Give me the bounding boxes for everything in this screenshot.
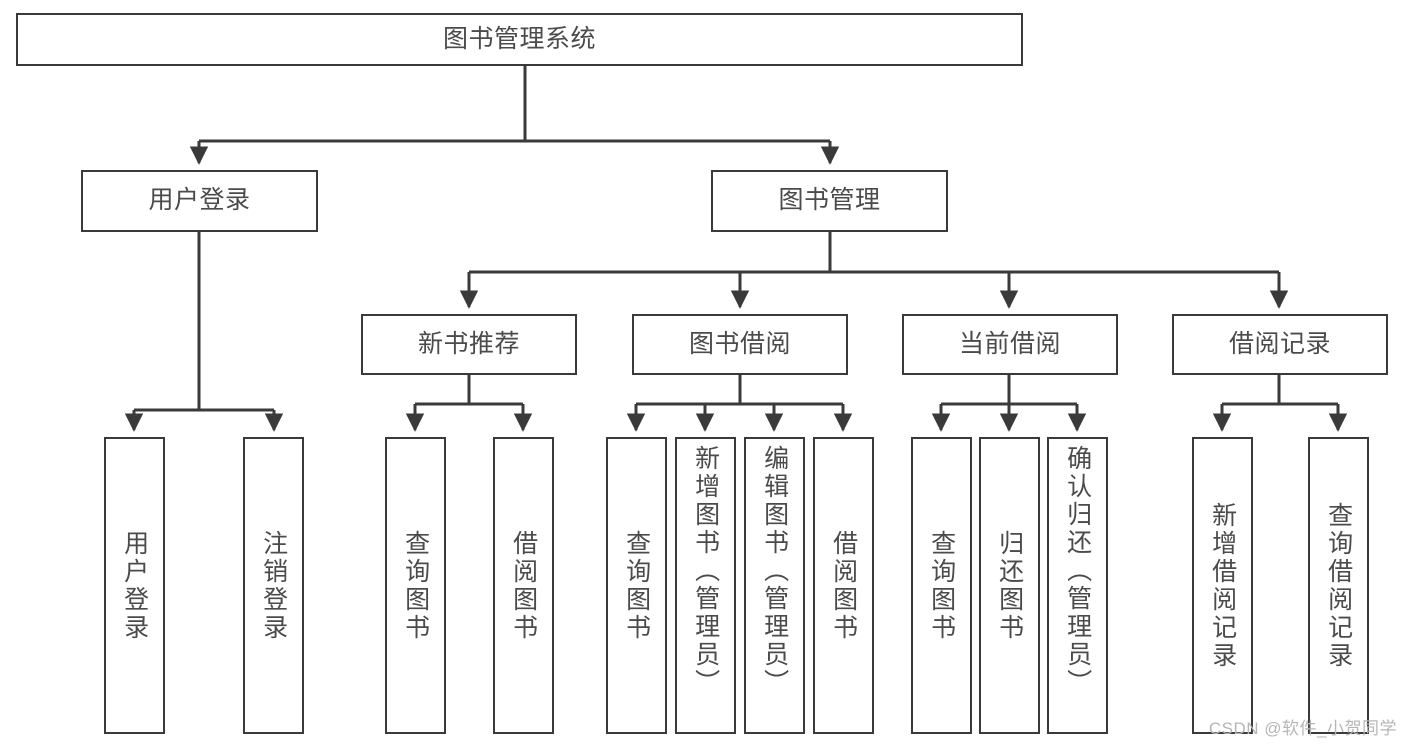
node-label: 图书管理系统 bbox=[442, 24, 596, 53]
node-label: 新增借阅记录 bbox=[1208, 501, 1237, 670]
node-label: 图书管理 bbox=[778, 186, 881, 215]
node-new-book-recommend[interactable]: 新书推荐 bbox=[361, 314, 577, 375]
node-label: 借阅图书 bbox=[509, 529, 538, 642]
node-leaf-confirm-return-admin[interactable]: 确认归还（管理员） bbox=[1047, 437, 1108, 734]
node-leaf-logout[interactable]: 注销登录 bbox=[243, 437, 304, 734]
node-leaf-borrow-book[interactable]: 借阅图书 bbox=[813, 437, 874, 734]
node-leaf-add-borrow-record[interactable]: 新增借阅记录 bbox=[1192, 437, 1253, 734]
node-label: 注销登录 bbox=[259, 529, 288, 642]
node-label: 查询图书 bbox=[622, 529, 651, 642]
node-label: 编辑图书（管理员） bbox=[760, 445, 789, 697]
node-leaf-query-borrow-record[interactable]: 查询借阅记录 bbox=[1308, 437, 1369, 734]
node-borrow-records[interactable]: 借阅记录 bbox=[1172, 314, 1388, 375]
node-leaf-edit-book-admin[interactable]: 编辑图书（管理员） bbox=[744, 437, 805, 734]
node-label: 确认归还（管理员） bbox=[1063, 445, 1092, 697]
node-label: 借阅记录 bbox=[1228, 329, 1331, 358]
node-label: 归还图书 bbox=[995, 529, 1024, 642]
node-label: 查询图书 bbox=[927, 529, 956, 642]
node-leaf-user-login[interactable]: 用户登录 bbox=[104, 437, 165, 734]
node-book-management[interactable]: 图书管理 bbox=[711, 170, 948, 232]
node-label: 用户登录 bbox=[148, 186, 251, 215]
node-label: 图书借阅 bbox=[688, 329, 791, 358]
node-user-login[interactable]: 用户登录 bbox=[81, 170, 318, 232]
node-leaf-query-book-current[interactable]: 查询图书 bbox=[911, 437, 972, 734]
node-current-borrow[interactable]: 当前借阅 bbox=[902, 314, 1118, 375]
node-book-borrow[interactable]: 图书借阅 bbox=[632, 314, 848, 375]
node-leaf-query-book-borrow[interactable]: 查询图书 bbox=[606, 437, 667, 734]
node-label: 查询图书 bbox=[401, 529, 430, 642]
node-label: 当前借阅 bbox=[958, 329, 1061, 358]
node-label: 新书推荐 bbox=[417, 329, 520, 358]
node-root-book-management-system[interactable]: 图书管理系统 bbox=[16, 13, 1023, 66]
node-label: 查询借阅记录 bbox=[1324, 501, 1353, 670]
node-label: 新增图书（管理员） bbox=[691, 445, 720, 697]
node-leaf-return-book[interactable]: 归还图书 bbox=[979, 437, 1040, 734]
node-leaf-add-book-admin[interactable]: 新增图书（管理员） bbox=[675, 437, 736, 734]
node-label: 用户登录 bbox=[120, 529, 149, 642]
node-label: 借阅图书 bbox=[829, 529, 858, 642]
node-leaf-borrow-book-recommend[interactable]: 借阅图书 bbox=[493, 437, 554, 734]
node-leaf-query-book-recommend[interactable]: 查询图书 bbox=[385, 437, 446, 734]
